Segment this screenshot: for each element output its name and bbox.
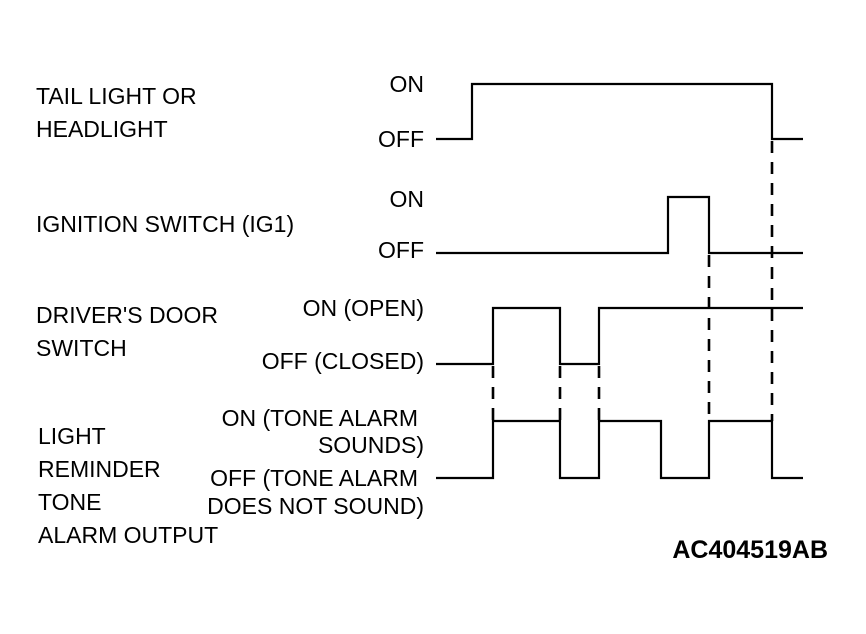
off-state-label: OFF (TONE ALARM — [210, 465, 418, 491]
signal-name-line: DRIVER'S DOOR — [36, 302, 218, 328]
on-state-label: ON (TONE ALARM — [222, 405, 418, 431]
signal-waveform — [436, 419, 803, 480]
signal-waveform — [436, 306, 803, 366]
signal-name-line: HEADLIGHT — [36, 116, 168, 142]
off-state-label: OFF — [378, 237, 424, 263]
signal-light-reminder-tone-alarm: LIGHT REMINDER TONE ALARM OUTPUT ON (TON… — [38, 405, 803, 548]
signal-name-line: ALARM OUTPUT — [38, 522, 218, 548]
off-state-label: OFF — [378, 126, 424, 152]
signal-waveform — [436, 195, 803, 255]
signal-name-line: LIGHT — [38, 423, 106, 449]
signal-name-line: IGNITION SWITCH (IG1) — [36, 211, 294, 237]
signal-name-line: SWITCH — [36, 335, 127, 361]
signal-tail-light: TAIL LIGHT OR HEADLIGHT ON OFF — [36, 71, 803, 152]
signal-name-line: TONE — [38, 489, 101, 515]
on-state-label: ON — [390, 186, 425, 212]
off-state-label: OFF (CLOSED) — [262, 348, 424, 374]
on-state-label: SOUNDS) — [318, 432, 424, 458]
signal-ignition-switch: IGNITION SWITCH (IG1) ON OFF — [36, 186, 803, 263]
signal-drivers-door-switch: DRIVER'S DOOR SWITCH ON (OPEN) OFF (CLOS… — [36, 295, 803, 374]
signal-name-line: TAIL LIGHT OR — [36, 83, 197, 109]
on-state-label: ON — [390, 71, 425, 97]
figure-code: AC404519AB — [672, 536, 828, 564]
signal-waveform — [436, 82, 803, 141]
off-state-label: DOES NOT SOUND) — [207, 493, 424, 519]
signal-name-line: REMINDER — [38, 456, 161, 482]
on-state-label: ON (OPEN) — [303, 295, 424, 321]
timing-dashed-lines — [491, 141, 774, 421]
